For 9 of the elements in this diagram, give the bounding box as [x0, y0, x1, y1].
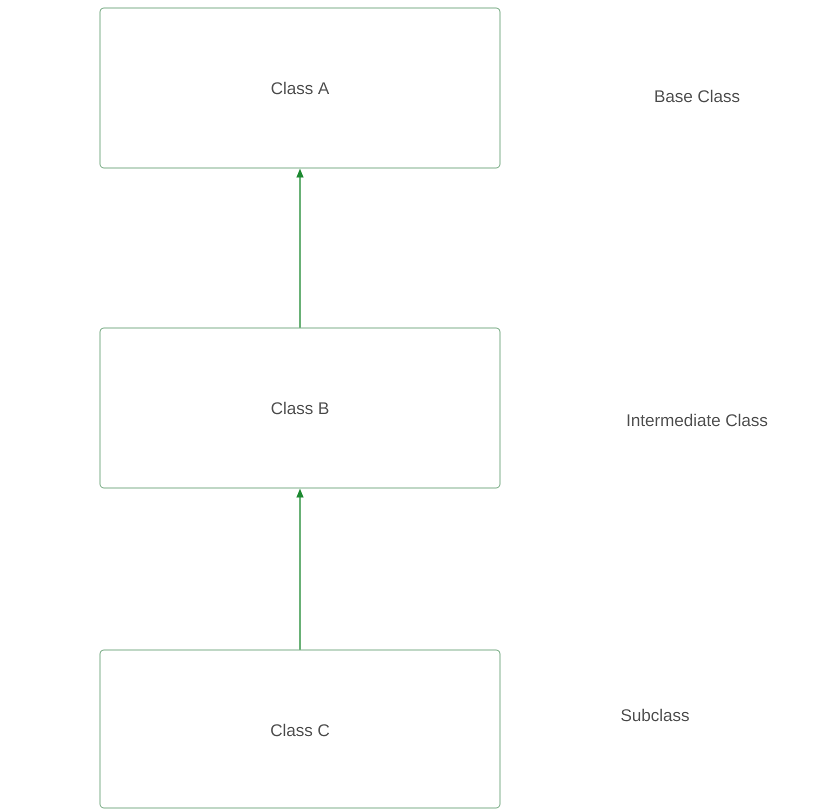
class-name: Class C	[271, 724, 330, 736]
class-role-label: Subclass	[621, 708, 689, 722]
class-name: Class A	[272, 82, 330, 94]
class-box	[100, 7, 500, 168]
class-box	[100, 649, 500, 808]
class-box	[100, 327, 500, 488]
class-role-label: Intermediate Class	[628, 414, 768, 426]
class-role-label: Base Class	[655, 90, 740, 102]
class-name: Class B	[272, 402, 328, 414]
